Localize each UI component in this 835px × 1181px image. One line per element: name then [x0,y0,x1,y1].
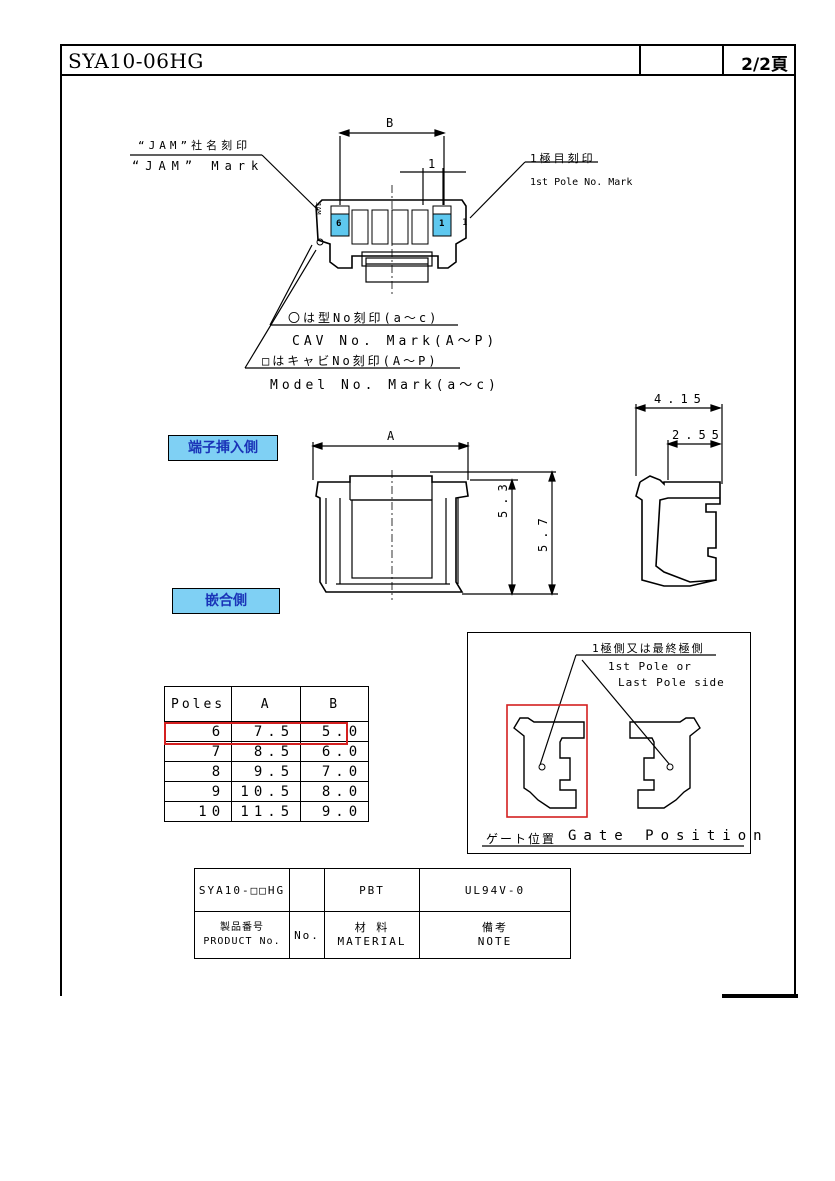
note-label-cell: 備考 NOTE [419,911,571,959]
table-cell: 11.5 [231,801,302,822]
tag-mating-side: 嵌合側 [172,588,280,614]
label-product-jp: 製品番号 [220,922,264,933]
gate-caption-en: Gate Position [568,828,769,844]
material-table: SYA10-□□HG PBT UL94V-0 製品番号 PRODUCT No. … [194,868,571,959]
no-cell [289,868,325,912]
frame-corner-bar [722,994,798,998]
title-divider [722,46,724,74]
label-material-jp: 材 料 [354,921,390,934]
poles-dimension-table: Poles A B 6 7.5 5.0 7 8.5 6.0 8 9.5 7.0 … [163,686,370,822]
label-note-jp: 備考 [482,921,508,934]
cavity-label-6: 6 [336,219,342,229]
gate-label-en2: Last Pole side [618,676,725,689]
gate-caption-jp: ゲート位置 [486,832,557,846]
table-cell: 10 [163,801,233,822]
gate-label-en1: 1st Pole or [608,660,692,673]
table-cell: 8 [163,761,233,782]
gate-position-panel [467,632,751,854]
table-cell: 8.0 [300,781,370,802]
dim-width-415: 4.15 [654,392,707,406]
note-cell: UL94V-0 [419,868,571,912]
product-number-cell: SYA10-□□HG [194,868,290,912]
table-cell: 7.0 [300,761,370,782]
cav-mark-jp: □はキャビNo刻印(A～P) [262,354,439,368]
table-cell: 10.5 [231,781,302,802]
highlighted-row-marker [164,722,348,745]
label-material-en: MATERIAL [337,935,407,948]
table-row: 10 11.5 9.0 [163,801,370,822]
table-row: 製品番号 PRODUCT No. No. 材 料 MATERIAL 備考 NOT… [194,911,571,959]
title-divider [639,46,641,74]
table-header-row: Poles A B [163,686,370,722]
label-product-en: PRODUCT No. [203,936,281,947]
part-number-title: SYA10-06HG [68,49,204,73]
gate-label-jp: 1極側又は最終極側 [592,642,705,655]
table-cell: 8.5 [231,741,302,762]
table-row: 8 9.5 7.0 [163,761,370,782]
table-row: 9 10.5 8.0 [163,781,370,802]
product-label-cell: 製品番号 PRODUCT No. [194,911,290,959]
dim-a-label: A [387,429,401,443]
side-pole-mark: 1 [462,218,468,228]
page-number: 2/2頁 [741,55,788,75]
cav-mark-en: CAV No. Mark(A～P) [292,334,499,349]
material-label-cell: 材 料 MATERIAL [324,911,420,959]
cavity-label-1: 1 [439,219,445,229]
label-note-en: NOTE [477,935,513,948]
dim-height-53: 5.3 [496,478,510,518]
dim-height-57: 5.7 [536,512,550,552]
material-cell: PBT [324,868,420,912]
side-jam-mark: JAM [314,202,322,215]
model-mark-jp: 〇は型No刻印(a～c) [288,311,440,325]
tag-terminal-insertion-side: 端子挿入側 [168,435,278,461]
dim-pitch-label: 1 [428,157,442,171]
dim-b-label: B [386,116,400,130]
table-row: SYA10-□□HG PBT UL94V-0 [194,868,571,912]
pole1-mark-en: 1st Pole No. Mark [530,177,633,188]
table-row: 7 8.5 6.0 [163,741,370,762]
jam-mark-en: “JAM” Mark [132,159,265,173]
dim-width-255: 2.55 [672,428,725,442]
table-cell: 9 [163,781,233,802]
label-no: No. [289,911,325,959]
title-block: SYA10-06HG 2/2頁 [60,44,796,76]
header-a: A [231,686,302,722]
model-mark-en: Model No. Mark(a～c) [270,378,500,393]
header-poles: Poles [163,686,233,722]
header-b: B [300,686,370,722]
table-cell: 9.0 [300,801,370,822]
jam-mark-jp: “JAM”社名刻印 [138,139,252,152]
table-cell: 9.5 [231,761,302,782]
pole1-mark-jp: 1極目刻印 [530,152,596,165]
